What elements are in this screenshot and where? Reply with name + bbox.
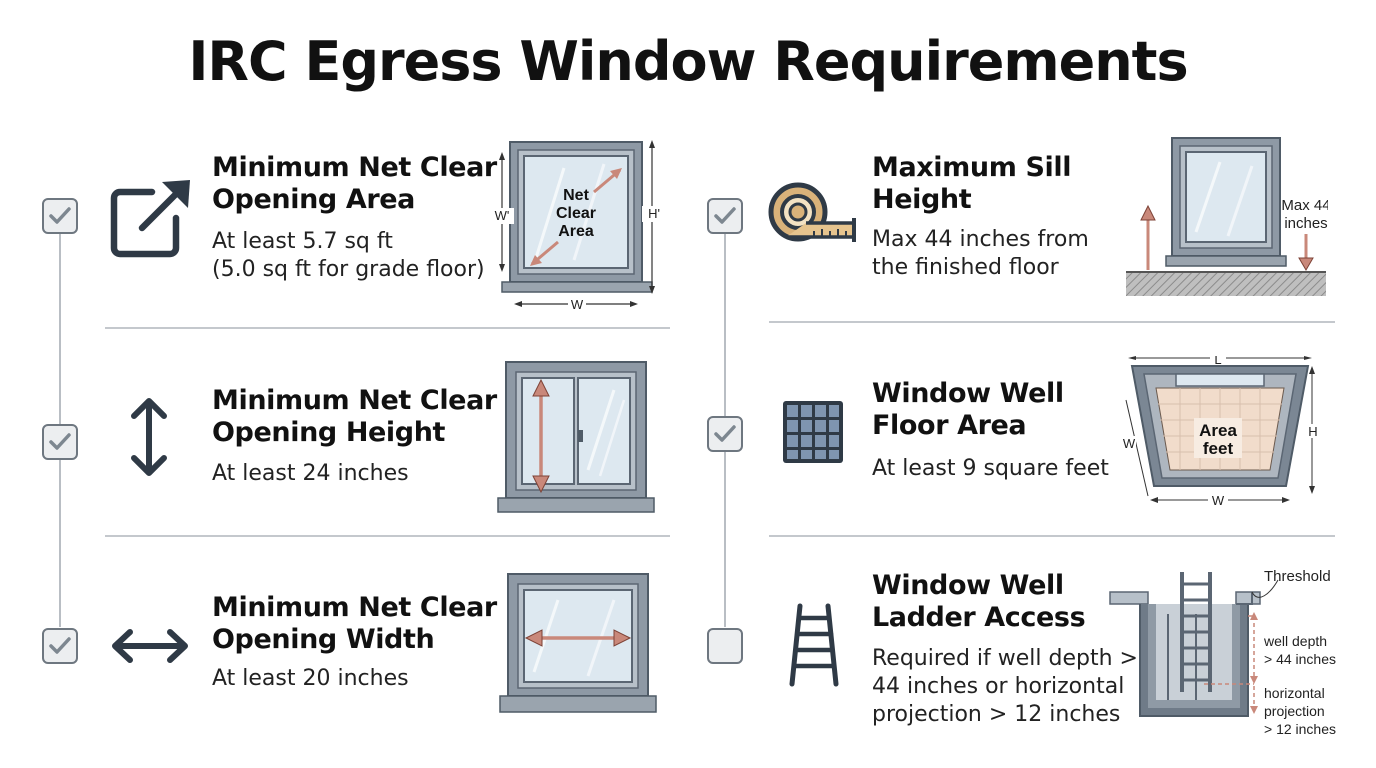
diagram-label: Net	[563, 187, 589, 204]
checkmark-icon	[49, 637, 71, 654]
dimension-label: W	[1212, 493, 1225, 508]
heading-line: Minimum Net Clear	[212, 592, 497, 623]
net-clear-area-window-diagram: Net Clear Area W' H' W	[490, 140, 662, 312]
tape-measure-icon	[768, 182, 856, 242]
diagram-label: horizontal	[1264, 685, 1325, 701]
body-line: At least 20 inches	[212, 666, 409, 691]
horizontal-double-arrow-icon	[112, 629, 188, 663]
heading-line: Opening Height	[212, 417, 446, 448]
checkmark-icon	[49, 207, 71, 224]
ladder-icon	[789, 603, 839, 687]
body-line: Required if well depth >	[872, 646, 1138, 671]
page-title: IRC Egress Window Requirements	[188, 30, 1188, 93]
heading-line: Floor Area	[872, 410, 1027, 441]
body-line: (5.0 sq ft for grade floor)	[212, 257, 485, 282]
divider	[769, 535, 1335, 537]
diagram-label: > 12 inches	[1264, 721, 1336, 737]
external-link-arrow-icon	[110, 180, 190, 258]
body-line: projection > 12 inches	[872, 702, 1121, 727]
dimension-label: H'	[648, 206, 660, 221]
checkmark-icon	[49, 433, 71, 450]
vertical-double-arrow-icon	[131, 398, 167, 476]
diagram-label: feet	[1203, 439, 1234, 458]
body-line: the finished floor	[872, 255, 1059, 280]
diagram-label: Max 44	[1281, 197, 1328, 214]
dimension-label: W	[1123, 436, 1136, 451]
net-clear-height-window-diagram	[497, 361, 655, 513]
checkbox-net-clear-width[interactable]	[42, 628, 78, 664]
divider	[769, 321, 1335, 323]
checkmark-icon	[714, 207, 736, 224]
divider	[105, 535, 670, 537]
diagram-label: Clear	[556, 205, 596, 222]
diagram-label: Threshold	[1264, 568, 1331, 585]
checkbox-net-clear-height[interactable]	[42, 424, 78, 460]
body-line: At least 24 inches	[212, 461, 409, 486]
body-line: 44 inches or horizontal	[872, 674, 1125, 699]
checkmark-icon	[714, 425, 736, 442]
diagram-label: well depth	[1263, 633, 1327, 649]
net-clear-width-window-diagram	[499, 573, 657, 713]
heading-line: Window Well	[872, 378, 1064, 409]
heading-line: Opening Width	[212, 624, 435, 655]
diagram-label: > 44 inches	[1264, 651, 1336, 667]
heading-line: Minimum Net Clear	[212, 385, 497, 416]
diagram-label: Area	[558, 223, 594, 240]
body-line: At least 5.7 sq ft	[212, 229, 393, 254]
divider	[105, 327, 670, 329]
checkbox-well-floor-area[interactable]	[707, 416, 743, 452]
checkbox-net-clear-area[interactable]	[42, 198, 78, 234]
diagram-label: Area	[1199, 421, 1237, 440]
ladder-access-diagram: Threshold well depth > 44 inches horizon…	[1109, 568, 1336, 737]
diagram-label: projection	[1264, 703, 1325, 719]
heading-line: Ladder Access	[872, 602, 1086, 633]
dimension-label: H	[1308, 424, 1317, 439]
body-line: At least 9 square feet	[872, 456, 1109, 481]
diagram-label: inches	[1284, 215, 1327, 232]
heading-line: Height	[872, 184, 972, 215]
well-floor-area-diagram: Area feet L W H W	[1122, 356, 1321, 508]
checkbox-ladder-access[interactable]	[707, 628, 743, 664]
heading-line: Window Well	[872, 570, 1064, 601]
dimension-label: W'	[495, 208, 510, 223]
heading-line: Minimum Net Clear	[212, 152, 497, 183]
grid-tiles-icon	[783, 401, 843, 463]
dimension-label: L	[1214, 356, 1221, 367]
heading-line: Opening Area	[212, 184, 415, 215]
heading-line: Maximum Sill	[872, 152, 1072, 183]
checkbox-max-sill-height[interactable]	[707, 198, 743, 234]
body-line: Max 44 inches from	[872, 227, 1089, 252]
sill-height-diagram: Max 44 inches	[1126, 137, 1328, 296]
dimension-label: W	[571, 297, 584, 312]
